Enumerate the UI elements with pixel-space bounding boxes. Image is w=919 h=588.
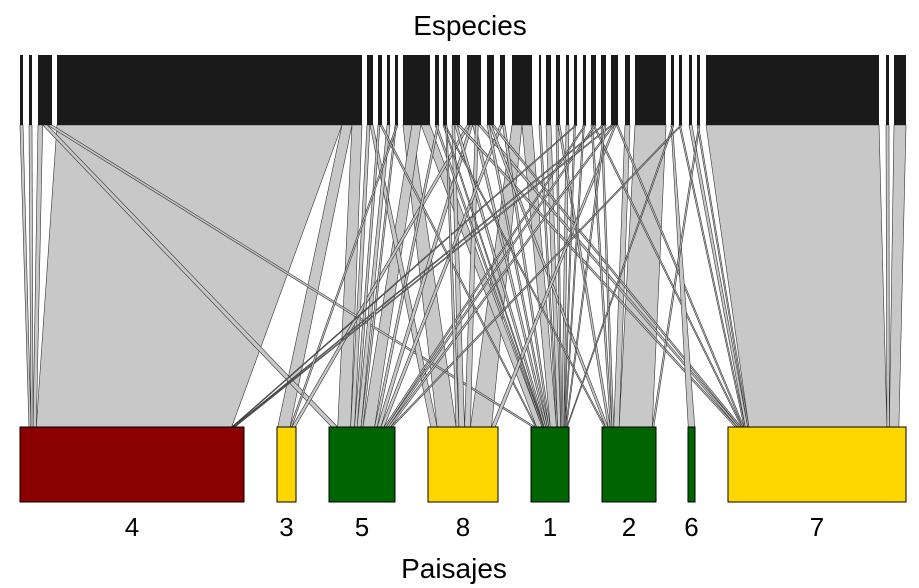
link bbox=[888, 124, 907, 428]
landscape-label: 4 bbox=[125, 512, 139, 542]
landscape-box-4 bbox=[19, 426, 245, 503]
species-bar bbox=[611, 55, 618, 125]
species-bar bbox=[566, 55, 569, 125]
landscape-box-7 bbox=[727, 426, 907, 503]
landscape-label: 2 bbox=[622, 512, 636, 542]
species-bar bbox=[601, 55, 606, 125]
species-bar bbox=[591, 55, 596, 125]
species-bar bbox=[625, 55, 630, 125]
landscape-label: 3 bbox=[279, 512, 293, 542]
link bbox=[885, 124, 890, 428]
link bbox=[565, 124, 607, 428]
species-bar bbox=[679, 55, 682, 125]
species-bar bbox=[20, 55, 23, 125]
species-bar bbox=[29, 55, 32, 125]
landscape-label: 1 bbox=[543, 512, 557, 542]
species-title: Especies bbox=[413, 10, 527, 41]
species-bar bbox=[403, 55, 430, 125]
landscape-label: 8 bbox=[456, 512, 470, 542]
landscape-label: 5 bbox=[355, 512, 369, 542]
species-bar bbox=[435, 55, 439, 125]
species-bar bbox=[487, 55, 494, 125]
species-bar bbox=[583, 55, 586, 125]
species-bar bbox=[671, 55, 674, 125]
links bbox=[19, 124, 907, 428]
landscape-boxes: 4 3 5 8 1 2 6 7 bbox=[19, 426, 907, 542]
landscape-label: 6 bbox=[684, 512, 698, 542]
landscape-box-5 bbox=[328, 426, 396, 503]
species-bar bbox=[556, 55, 560, 125]
species-bar bbox=[886, 55, 889, 125]
landscape-box-8 bbox=[427, 426, 499, 503]
landscape-box-1 bbox=[530, 426, 570, 503]
species-bar bbox=[395, 55, 398, 125]
species-bar bbox=[546, 55, 551, 125]
species-bar bbox=[387, 55, 390, 125]
species-bar bbox=[539, 55, 541, 125]
species-bar bbox=[894, 55, 906, 125]
species-bar bbox=[500, 55, 505, 125]
species-bar bbox=[697, 55, 700, 125]
landscape-label: 7 bbox=[810, 512, 824, 542]
link bbox=[464, 124, 479, 428]
species-bar bbox=[635, 55, 666, 125]
landscape-box-2 bbox=[601, 426, 657, 503]
species-bar bbox=[574, 55, 577, 125]
species-bar bbox=[378, 55, 382, 125]
link bbox=[670, 124, 696, 428]
species-bar bbox=[38, 55, 52, 125]
species-bar bbox=[57, 55, 362, 125]
species-bar bbox=[443, 55, 447, 125]
species-bar bbox=[512, 55, 532, 125]
landscapes-title: Paisajes bbox=[401, 553, 507, 584]
link bbox=[705, 124, 888, 428]
species-bar bbox=[706, 55, 879, 125]
landscape-box-6 bbox=[687, 426, 696, 503]
species-bar bbox=[467, 55, 481, 125]
species-bars bbox=[20, 55, 906, 125]
species-bar bbox=[367, 55, 373, 125]
species-bar bbox=[689, 55, 692, 125]
landscape-box-3 bbox=[276, 426, 297, 503]
species-bar bbox=[452, 55, 460, 125]
